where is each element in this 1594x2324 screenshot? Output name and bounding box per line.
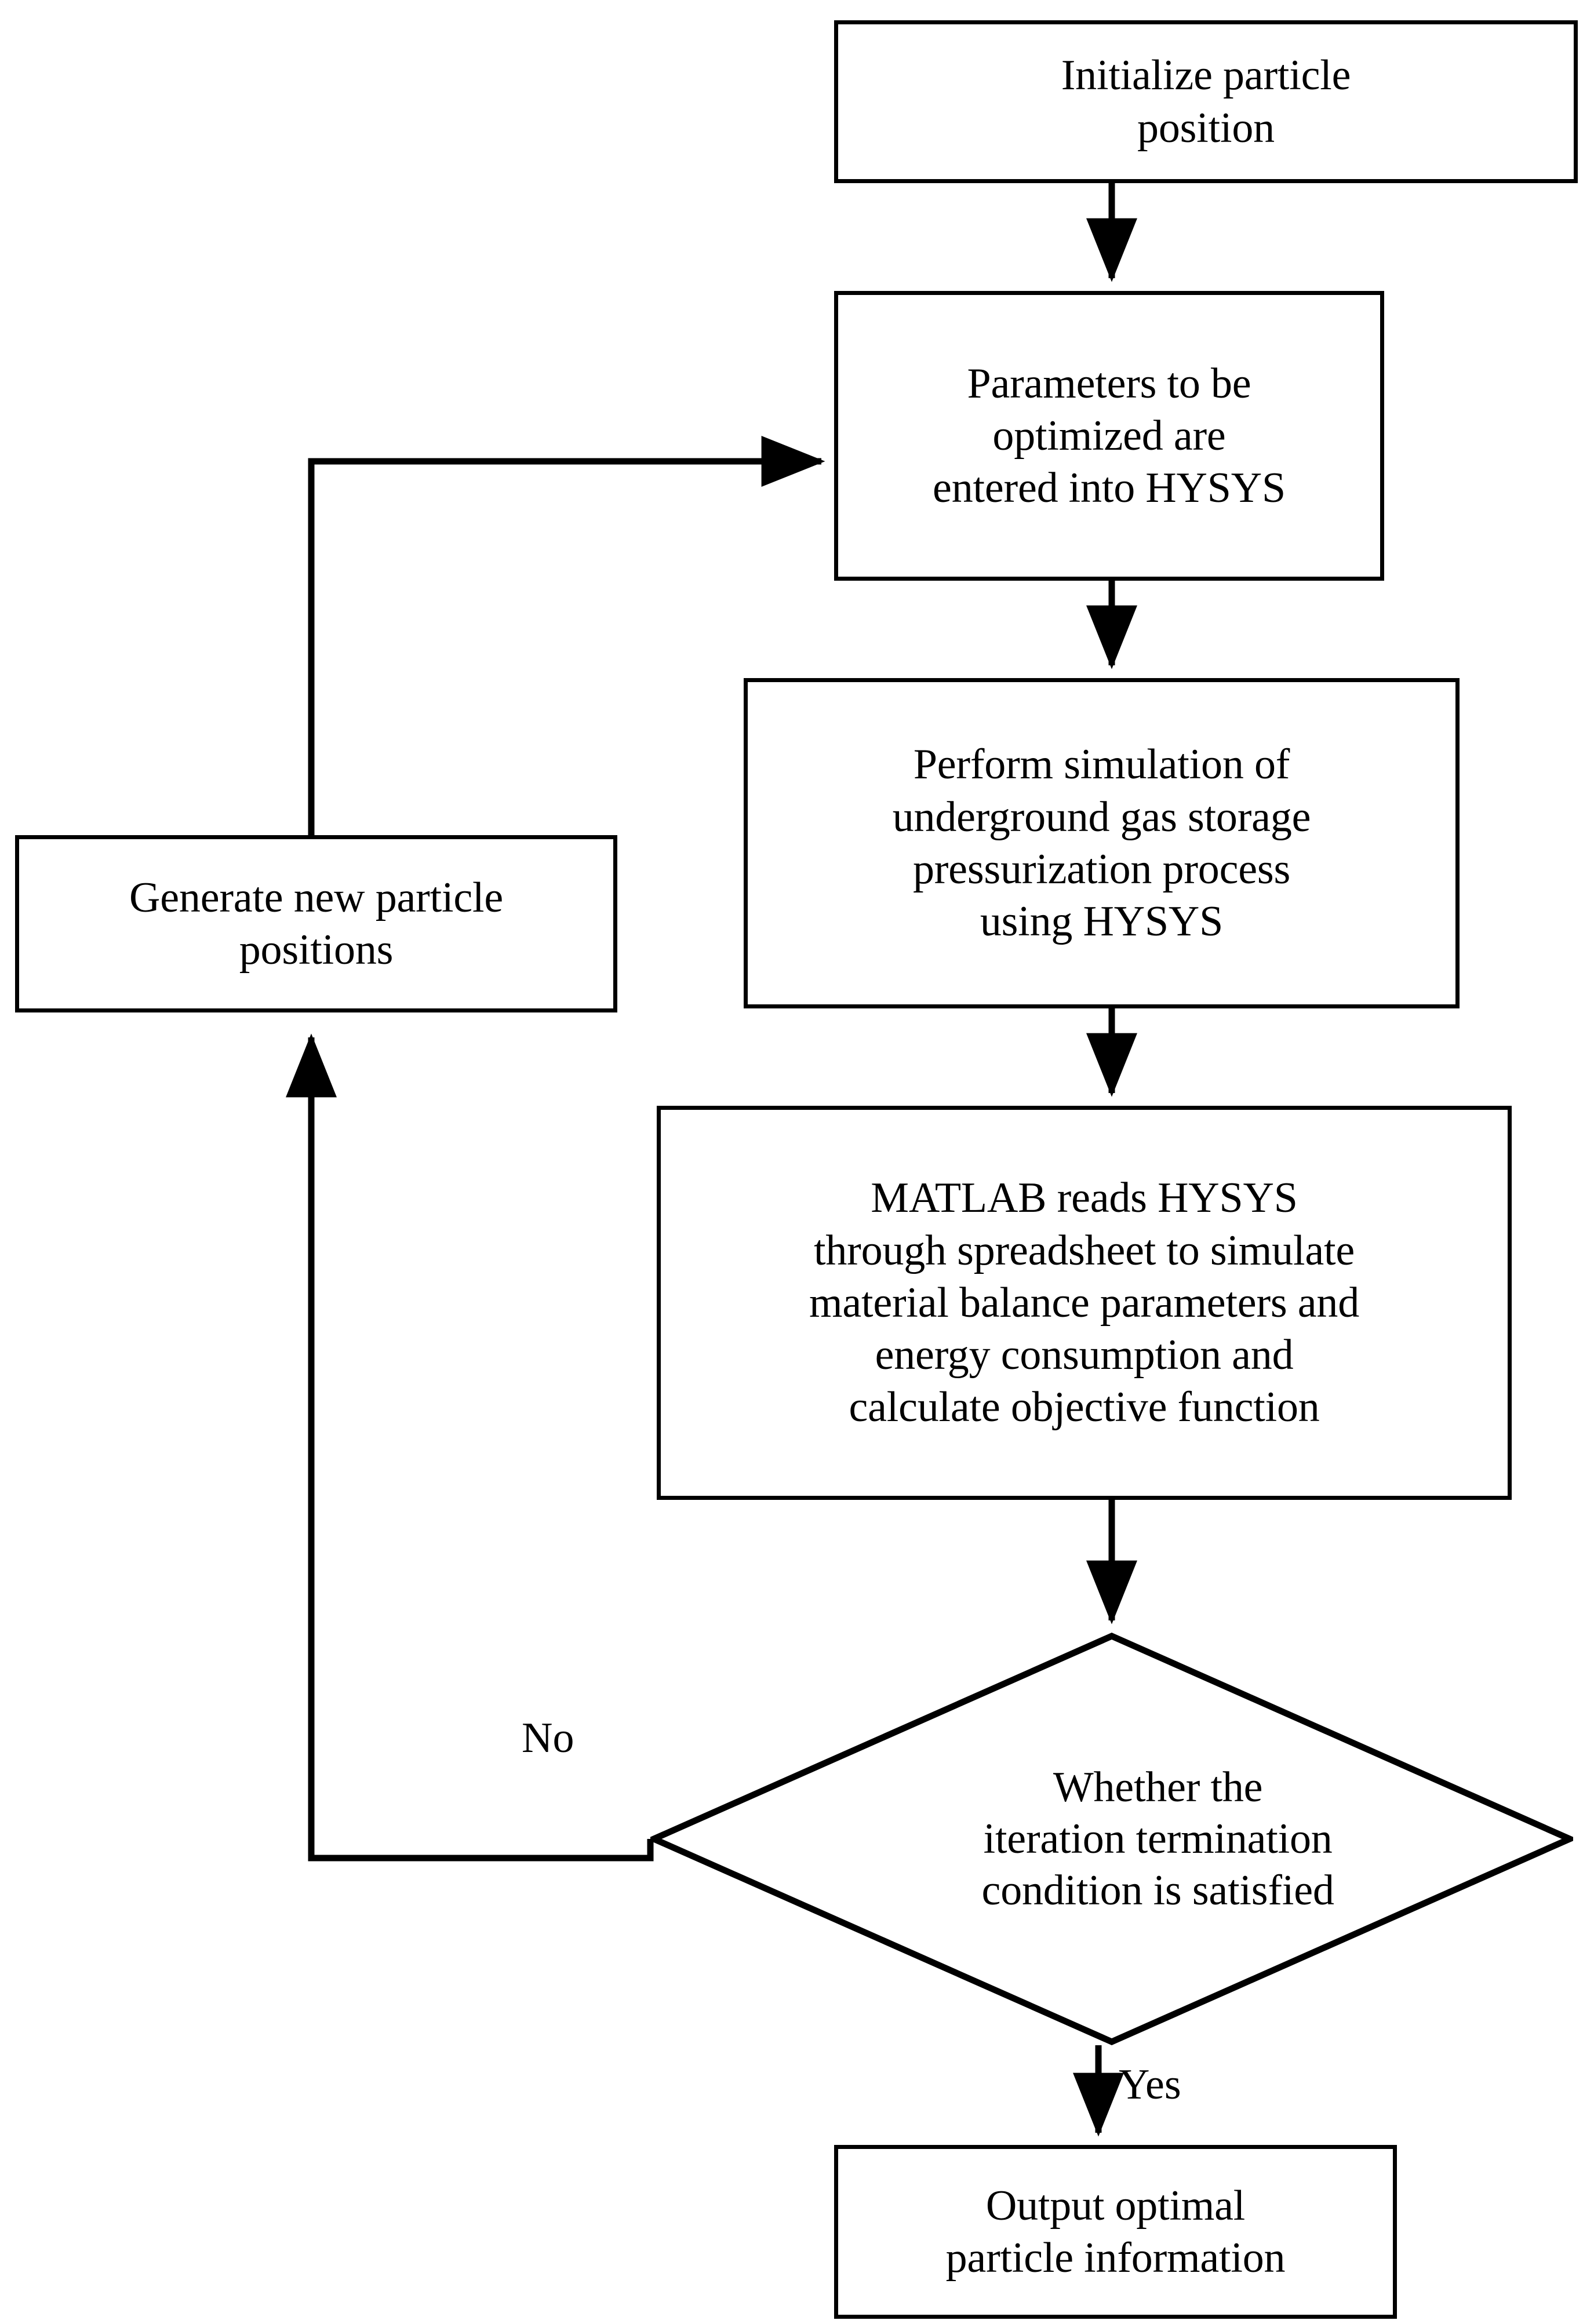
node-label: Whether the iteration termination condit… (981, 1763, 1334, 1914)
node-initialize-particle-position[interactable]: Initialize particle position (834, 20, 1578, 183)
node-parameters-entered-into-hysys[interactable]: Parameters to be optimized are entered i… (834, 291, 1384, 581)
diamond-shape-icon (650, 1633, 1573, 2045)
node-label: Initialize particle position (1061, 52, 1351, 152)
node-output-optimal-particle-information[interactable]: Output optimal particle information (834, 2145, 1397, 2319)
edge-label-yes: Yes (1119, 2061, 1181, 2108)
node-perform-simulation-hysys[interactable]: Perform simulation of underground gas st… (744, 678, 1460, 1008)
node-label: Perform simulation of underground gas st… (892, 741, 1311, 946)
node-decision-iteration-termination[interactable]: Whether the iteration termination condit… (650, 1633, 1573, 2045)
edge-label-no: No (522, 1714, 574, 1762)
node-label: Parameters to be optimized are entered i… (933, 359, 1286, 512)
node-matlab-reads-hysys[interactable]: MATLAB reads HYSYS through spreadsheet t… (657, 1106, 1512, 1500)
node-label: Output optimal particle information (945, 2181, 1286, 2282)
edge-decision-no-to-generate (286, 1033, 654, 1862)
node-generate-new-particle-positions[interactable]: Generate new particle positions (15, 835, 617, 1012)
node-label: Generate new particle positions (129, 873, 503, 974)
node-label: MATLAB reads HYSYS through spreadsheet t… (809, 1174, 1360, 1431)
